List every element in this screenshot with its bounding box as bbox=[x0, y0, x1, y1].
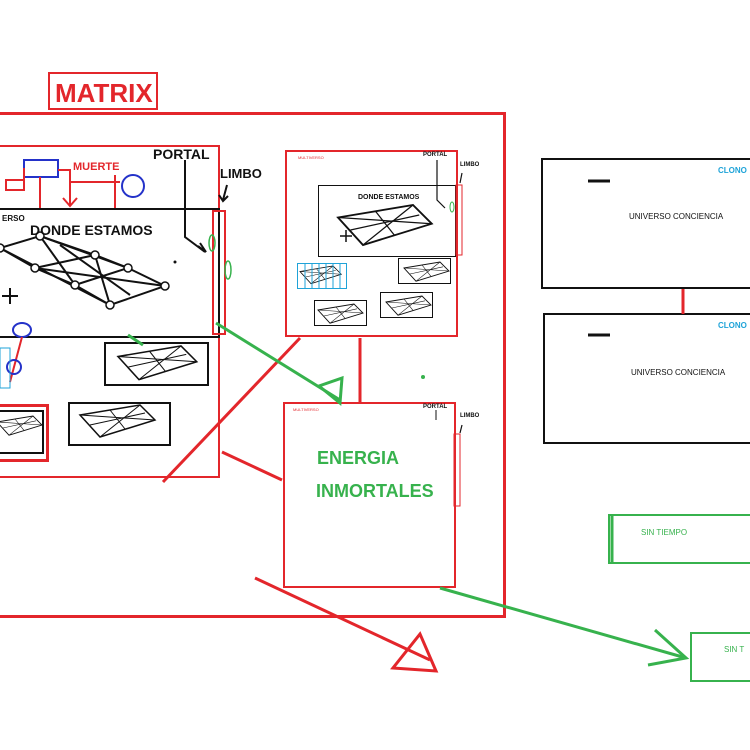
energia-portal-label: PORTAL bbox=[423, 404, 448, 410]
thumb-3 bbox=[0, 410, 44, 454]
muerte-small-rect bbox=[5, 179, 25, 191]
muerte-circle bbox=[121, 174, 145, 198]
sin-t-label: SIN T bbox=[724, 645, 745, 654]
main-network bbox=[0, 234, 168, 307]
portal-label: PORTAL bbox=[153, 146, 210, 162]
mid-portal-label: PORTAL bbox=[423, 152, 448, 158]
mid-limbo-label: LIMBO bbox=[460, 162, 480, 168]
mid-donde-label: DONDE ESTAMOS bbox=[358, 194, 420, 201]
inmortales-label: INMORTALES bbox=[316, 481, 434, 501]
sin-t-box bbox=[690, 632, 750, 682]
matrix-title-box: MATRIX bbox=[48, 72, 158, 110]
sin-tiempo-box bbox=[608, 514, 750, 564]
energia-box bbox=[283, 402, 456, 588]
donde-estamos-label: DONDE ESTAMOS bbox=[30, 222, 153, 238]
matrix-title: MATRIX bbox=[55, 78, 153, 108]
clono-label-1: CLONO bbox=[718, 166, 747, 175]
verso-label: ERSO bbox=[2, 214, 25, 223]
muerte-blue-rect bbox=[23, 159, 59, 178]
donde-estamos-box bbox=[0, 208, 220, 338]
muerte-label: MUERTE bbox=[73, 161, 120, 173]
energia-limbo-label: LIMBO bbox=[460, 413, 480, 419]
thumb-3-outer bbox=[0, 404, 49, 462]
mid-universe-box bbox=[285, 150, 458, 337]
limbo-label: LIMBO bbox=[220, 166, 262, 181]
thumb-5 bbox=[314, 300, 367, 326]
thumb-1 bbox=[104, 342, 209, 386]
thumb-4 bbox=[398, 258, 451, 284]
thumb-2 bbox=[68, 402, 171, 446]
thumb-7 bbox=[297, 263, 347, 289]
clono-box-1 bbox=[541, 158, 750, 289]
universo-label-1: UNIVERSO CONCIENCIA bbox=[629, 212, 724, 221]
energia-multiverso-label: MULTIVERSO bbox=[293, 407, 319, 412]
sin-tiempo-label: SIN TIEMPO bbox=[641, 528, 688, 537]
clono-label-2: CLONO bbox=[718, 321, 747, 330]
matrix-frame bbox=[0, 112, 506, 618]
energia-label: ENERGIA bbox=[317, 448, 400, 468]
clono-box-2 bbox=[543, 313, 750, 444]
thumb-6 bbox=[380, 292, 433, 318]
mid-multiverso-label: MULTIVERSO bbox=[298, 155, 324, 160]
universo-label-2: UNIVERSO CONCIENCIA bbox=[631, 368, 726, 377]
